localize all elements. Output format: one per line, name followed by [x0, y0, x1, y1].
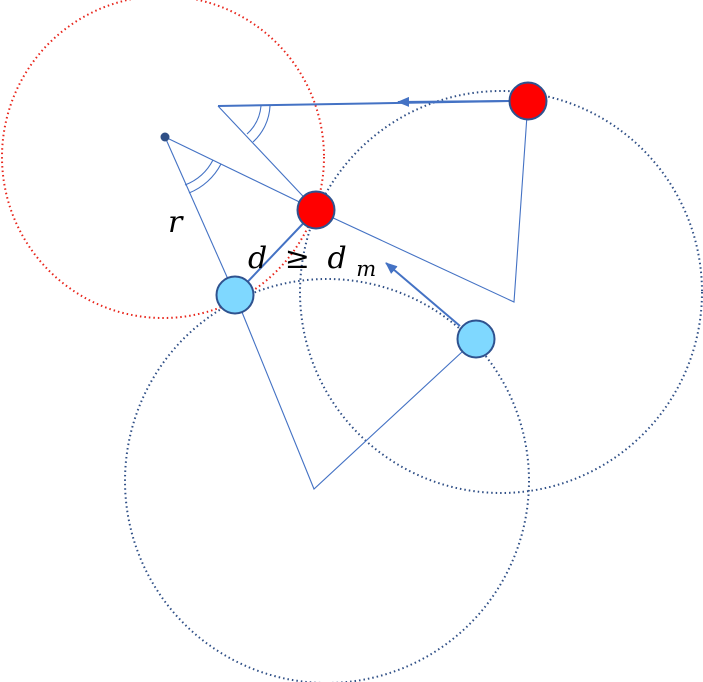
upper-blue-dotted-circle [299, 90, 703, 494]
center-to-red-node [164, 136, 317, 211]
top-arrow-head-segment [397, 96, 511, 107]
construction-lines [164, 100, 529, 490]
distance-lhs: d [248, 241, 267, 276]
upper-angle-arc-outer [252, 105, 271, 143]
center-to-blue-node [164, 136, 236, 296]
center-angle-arc-inner [184, 159, 214, 186]
upper-triangle-lines [217, 105, 317, 211]
red-dotted-circle [1, 0, 325, 319]
distance-operator: ≥ [285, 241, 310, 276]
center-angle-arc-outer [188, 163, 222, 194]
center-dot [160, 132, 170, 142]
blue-node-right [456, 319, 496, 359]
right-arrow-shaft [385, 262, 461, 327]
link-red-blue [234, 209, 317, 296]
upper-angle-arc-inner [246, 105, 262, 135]
angle-markers [184, 105, 271, 194]
arrow-lines [217, 96, 511, 327]
radius-label: r [168, 205, 184, 240]
distance-rhs: d [327, 241, 346, 276]
top-red-to-lower-vertex [315, 100, 529, 303]
red-node-top [508, 81, 548, 121]
red-node-middle [296, 190, 336, 230]
lower-triangle-lines [234, 294, 477, 490]
distance-subscript: m [356, 257, 376, 281]
blue-node-left [215, 275, 255, 315]
distance-inequality-label: d ≥ d m [248, 241, 376, 281]
lower-blue-dotted-circle [124, 278, 530, 682]
